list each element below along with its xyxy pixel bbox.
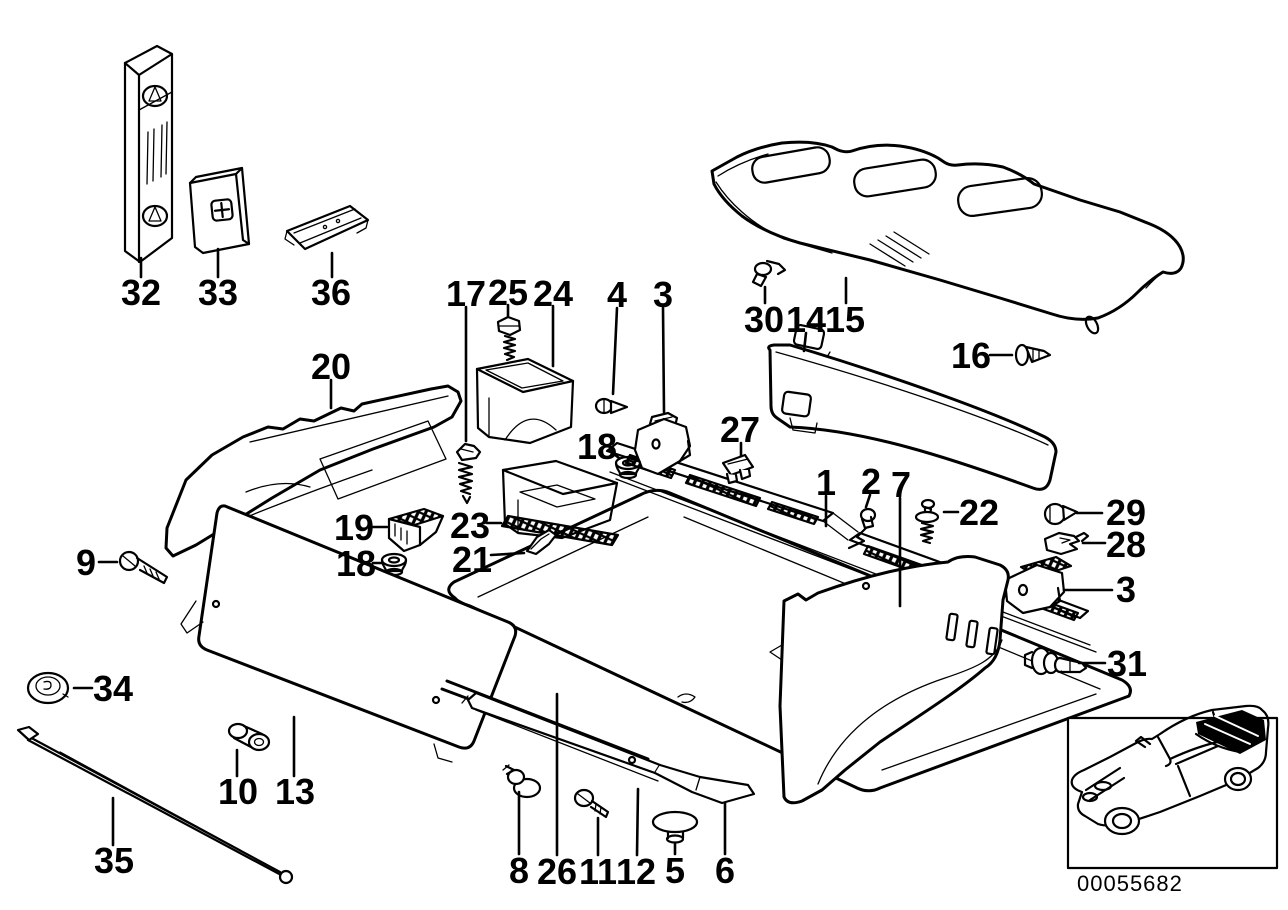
leader-line-18: [608, 449, 621, 460]
part-label-26[interactable]: 26: [537, 851, 577, 892]
part-33-first-aid-box: [188, 166, 251, 255]
part-16-rivet: [1014, 343, 1052, 367]
part-23-tray: [500, 459, 620, 547]
part-31-plug: [1023, 646, 1088, 676]
part-9-screw: [118, 550, 169, 585]
part-label-1[interactable]: 1: [816, 462, 836, 503]
part-label-35[interactable]: 35: [94, 840, 134, 881]
part-5-cap: [651, 810, 699, 844]
part-label-18[interactable]: 18: [577, 426, 617, 467]
part-label-7[interactable]: 7: [891, 464, 911, 505]
part-label-23[interactable]: 23: [450, 505, 490, 546]
leader-line-4: [611, 306, 619, 396]
leader-line-2: [864, 493, 872, 509]
part-label-3[interactable]: 3: [653, 274, 673, 315]
part-17-screw: [455, 442, 482, 505]
part-35-torsion-rod: [16, 725, 294, 885]
part-8-screw: [502, 764, 542, 799]
part-21-bracket: [525, 528, 558, 556]
part-label-8[interactable]: 8: [509, 850, 529, 891]
part-label-3[interactable]: 3: [1116, 569, 1136, 610]
diagram-artwork: 00055682 3233362017252443301415162718127…: [16, 44, 1279, 896]
part-label-24[interactable]: 24: [533, 273, 573, 314]
part-label-10[interactable]: 10: [218, 771, 258, 812]
part-30-expanding-rivet: [751, 259, 787, 288]
part-4-clip: [594, 397, 629, 415]
part-label-32[interactable]: 32: [121, 272, 161, 313]
part-label-33[interactable]: 33: [198, 272, 238, 313]
part-label-14[interactable]: 14: [786, 299, 826, 340]
part-label-25[interactable]: 25: [488, 272, 528, 313]
part-36-mounting-rail: [284, 204, 370, 251]
part-14-trunk-lid-trim-panel: [767, 343, 1058, 491]
part-3-bracket-right: [1003, 555, 1073, 615]
part-3-bracket-center: [633, 411, 692, 476]
part-label-11[interactable]: 11: [579, 851, 617, 892]
part-12-sill-strip: [461, 691, 756, 805]
part-label-9[interactable]: 9: [76, 542, 96, 583]
part-label-27[interactable]: 27: [720, 409, 760, 450]
leader-line-3: [661, 306, 666, 414]
part-label-28[interactable]: 28: [1106, 524, 1146, 565]
part-label-36[interactable]: 36: [311, 272, 351, 313]
part-label-19[interactable]: 19: [334, 507, 374, 548]
part-13-partition-board: [180, 504, 518, 763]
part-label-20[interactable]: 20: [311, 346, 351, 387]
part-label-30[interactable]: 30: [744, 299, 784, 340]
part-label-15[interactable]: 15: [825, 299, 865, 340]
part-24-storage-tray: [475, 357, 575, 445]
part-label-12[interactable]: 12: [616, 851, 656, 892]
part-2-clip: [847, 507, 877, 550]
part-27-clip: [721, 453, 755, 485]
part-label-5[interactable]: 5: [665, 850, 685, 891]
leader-line-12: [635, 787, 640, 857]
leader-line-21: [489, 551, 526, 557]
part-label-6[interactable]: 6: [715, 850, 735, 891]
car-illustration: [1070, 704, 1270, 836]
part-25-bolt: [496, 315, 522, 362]
part-6-side-trim-panel: [769, 555, 1010, 805]
part-34-cap: [26, 671, 70, 705]
part-label-18[interactable]: 18: [336, 543, 376, 584]
part-label-22[interactable]: 22: [959, 492, 999, 533]
part-19-bracket: [387, 507, 445, 553]
leader-line-14: [802, 331, 808, 353]
part-label-21[interactable]: 21: [452, 539, 492, 580]
part-label-17[interactable]: 17: [446, 273, 486, 314]
part-29-plug: [1043, 502, 1079, 526]
part-28-clip: [1043, 531, 1090, 556]
part-label-4[interactable]: 4: [607, 274, 627, 315]
part-10-spacer-bushing: [227, 722, 271, 752]
part-label-31[interactable]: 31: [1107, 643, 1147, 684]
part-label-13[interactable]: 13: [275, 771, 315, 812]
part-label-34[interactable]: 34: [93, 668, 133, 709]
part-11-screw: [573, 788, 610, 819]
part-32-warning-triangle-box: [123, 44, 174, 264]
part-label-16[interactable]: 16: [951, 335, 991, 376]
part-label-2[interactable]: 2: [861, 461, 881, 502]
car-inset: 00055682: [1066, 704, 1279, 896]
part-22-screw: [914, 498, 940, 545]
part-15-rear-shelf: [710, 140, 1185, 363]
part-label-29[interactable]: 29: [1106, 492, 1146, 533]
diagram-image-number: 00055682: [1077, 871, 1183, 896]
